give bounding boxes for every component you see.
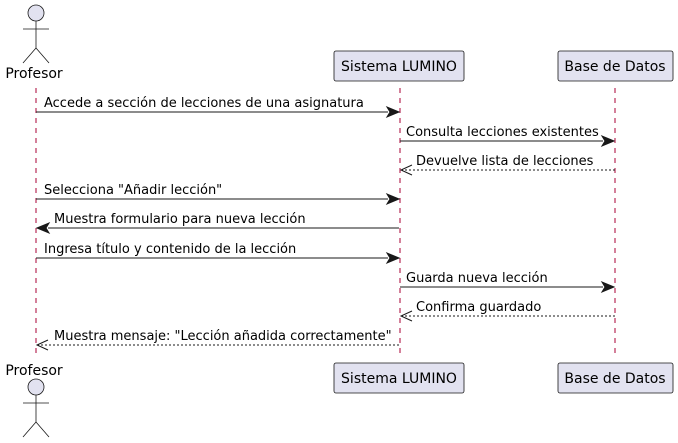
message-label-3: Devuelve lista de lecciones [416, 154, 594, 169]
actor-icon [22, 4, 50, 64]
participant-bd-bottom: Base de Datos [557, 362, 674, 394]
participant-bd-top: Base de Datos [557, 50, 674, 82]
actor-profesor-top: Profesor [5, 4, 63, 82]
message-1: Accede a sección de lecciones de una asi… [36, 96, 401, 119]
message-7: Guarda nueva lección [400, 271, 616, 294]
message-9: Muestra mensaje: "Lección añadida correc… [35, 329, 399, 351]
message-8: Confirma guardado [399, 300, 615, 322]
actor-label-profesor-top: Profesor [5, 66, 63, 82]
participants-top: Profesor Sistema LUMINO Base de Datos [5, 4, 674, 82]
participant-label-sistema-bottom: Sistema LUMINO [341, 371, 457, 387]
participant-label-bd-bottom: Base de Datos [564, 371, 665, 387]
message-6: Ingresa título y contenido de la lección [36, 242, 401, 265]
message-label-6: Ingresa título y contenido de la lección [44, 242, 296, 257]
message-label-1: Accede a sección de lecciones de una asi… [44, 96, 364, 111]
message-label-2: Consulta lecciones existentes [406, 125, 599, 140]
message-2: Consulta lecciones existentes [400, 125, 616, 148]
participants-bottom: Profesor Sistema LUMINO Base de Datos [5, 362, 674, 438]
actor-profesor-bottom: Profesor [5, 363, 63, 438]
message-3: Devuelve lista de lecciones [399, 154, 615, 176]
participant-label-bd-top: Base de Datos [564, 59, 665, 75]
message-label-5: Muestra formulario para nueva lección [54, 212, 306, 227]
messages: Accede a sección de lecciones de una asi… [35, 96, 616, 351]
participant-sistema-bottom: Sistema LUMINO [333, 362, 465, 394]
message-label-8: Confirma guardado [416, 300, 541, 315]
participant-sistema-top: Sistema LUMINO [333, 50, 465, 82]
message-label-9: Muestra mensaje: "Lección añadida correc… [54, 329, 392, 344]
participant-label-sistema-top: Sistema LUMINO [341, 59, 457, 75]
message-label-4: Selecciona "Añadir lección" [44, 183, 222, 198]
message-5: Muestra formulario para nueva lección [35, 212, 399, 235]
message-label-7: Guarda nueva lección [406, 271, 548, 286]
actor-label-profesor-bottom: Profesor [5, 363, 63, 379]
message-4: Selecciona "Añadir lección" [36, 183, 401, 206]
lifelines [35, 88, 616, 358]
actor-icon [22, 378, 50, 438]
